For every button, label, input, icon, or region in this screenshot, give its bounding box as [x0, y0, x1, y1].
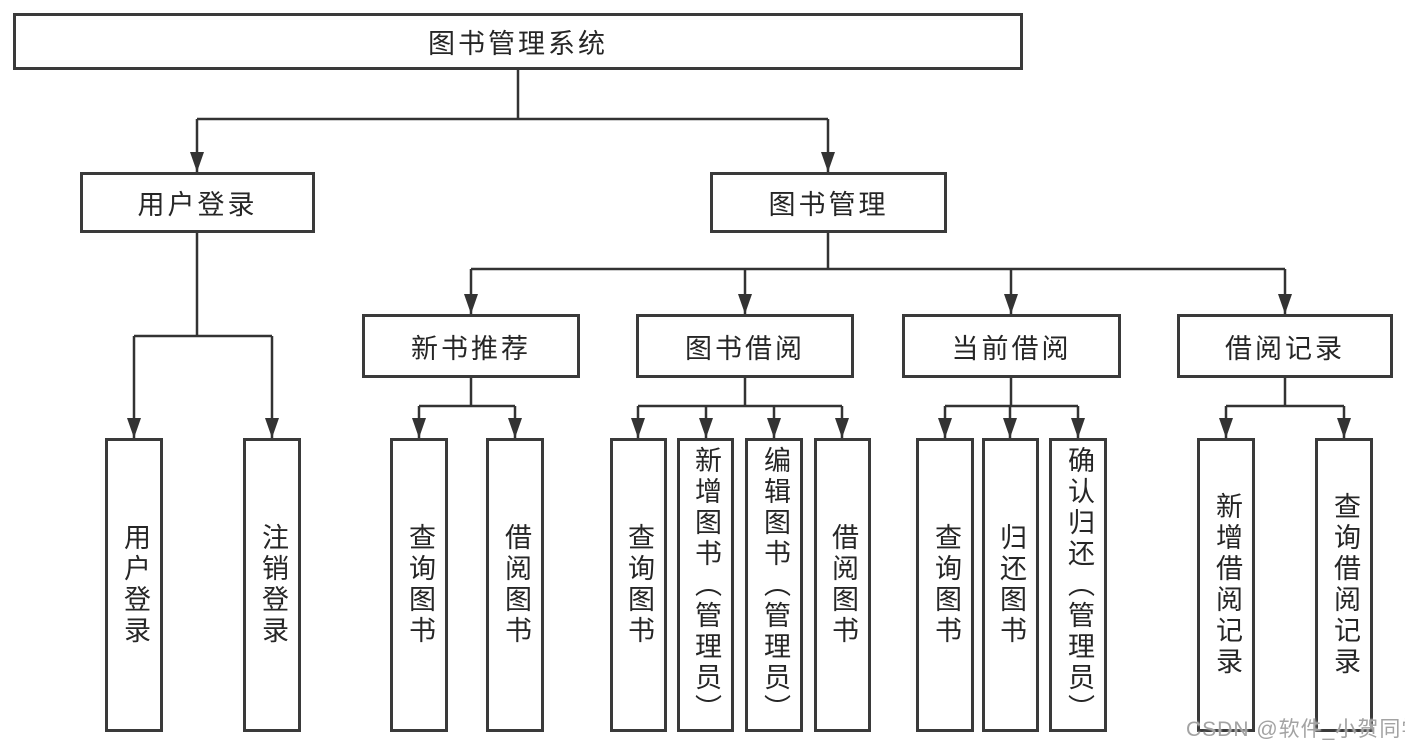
- leaf-logout: 注销登录: [243, 438, 301, 732]
- leaf-query-borrow-record: 查询借阅记录: [1315, 438, 1373, 732]
- arrowhead: [1071, 418, 1085, 438]
- leaf-add-book-admin: 新增图书（管理员）: [677, 438, 734, 732]
- arrowhead: [464, 294, 478, 314]
- arrowhead: [1003, 418, 1017, 438]
- connector-borrow-records-branch: [1224, 378, 1346, 438]
- arrowhead: [835, 418, 849, 438]
- arrowhead: [265, 418, 279, 438]
- arrowhead: [938, 418, 952, 438]
- leaf-query-books-recommend: 查询图书: [390, 438, 448, 732]
- node-book-management: 图书管理: [710, 172, 947, 233]
- leaf-query-books-borrowing: 查询图书: [610, 438, 667, 732]
- connector-user-login-branch: [132, 233, 274, 438]
- leaf-return-book: 归还图书: [982, 438, 1039, 732]
- arrowhead: [1337, 418, 1351, 438]
- connector-new-book-rec-branch: [417, 378, 517, 438]
- node-book-borrowing: 图书借阅: [636, 314, 854, 378]
- leaf-add-borrow-record: 新增借阅记录: [1197, 438, 1255, 732]
- node-user-login: 用户登录: [80, 172, 315, 233]
- arrowhead: [1219, 418, 1233, 438]
- arrowhead: [190, 152, 204, 172]
- arrowhead: [699, 418, 713, 438]
- leaf-borrow-books-recommend: 借阅图书: [486, 438, 544, 732]
- arrowhead: [767, 418, 781, 438]
- arrowhead: [412, 418, 426, 438]
- leaf-edit-book-admin: 编辑图书（管理员）: [745, 438, 803, 732]
- node-new-book-recommend: 新书推荐: [362, 314, 580, 378]
- csdn-watermark: CSDN @软件_小贺同学: [1186, 718, 1405, 741]
- node-borrowing-records: 借阅记录: [1177, 314, 1393, 378]
- node-current-borrowing: 当前借阅: [902, 314, 1121, 378]
- node-library-management-system: 图书管理系统: [13, 13, 1023, 70]
- arrowhead: [631, 418, 645, 438]
- connector-book-mgmt-branch: [469, 233, 1287, 314]
- arrowhead: [508, 418, 522, 438]
- leaf-query-books-current: 查询图书: [916, 438, 974, 732]
- arrowhead: [821, 152, 835, 172]
- connector-root-to-level2: [195, 70, 830, 172]
- connector-book-borrow-branch: [636, 378, 844, 438]
- arrowheads: [127, 152, 1351, 438]
- leaf-borrow-books-borrowing: 借阅图书: [814, 438, 871, 732]
- arrowhead: [1004, 294, 1018, 314]
- arrowhead: [738, 294, 752, 314]
- arrowhead: [127, 418, 141, 438]
- leaf-confirm-return-admin: 确认归还（管理员）: [1049, 438, 1107, 732]
- arrowhead: [1278, 294, 1292, 314]
- leaf-user-login: 用户登录: [105, 438, 163, 732]
